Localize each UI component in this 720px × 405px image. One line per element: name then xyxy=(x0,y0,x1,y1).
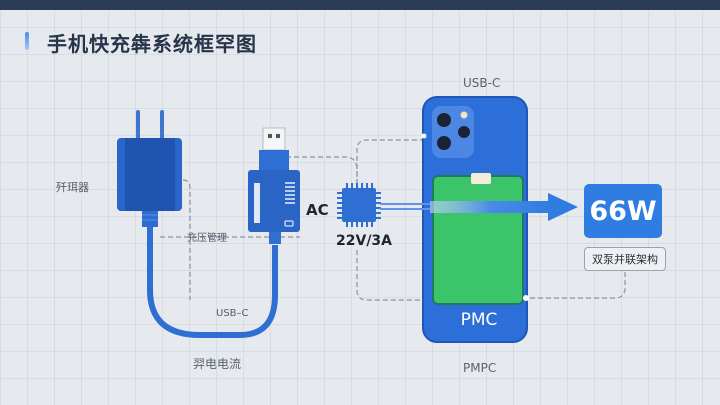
chip-to-phone-top-connector xyxy=(356,139,425,185)
battery-to-arch-connector xyxy=(530,270,626,299)
charging-chip-icon xyxy=(337,183,381,227)
usb-to-chip-connector xyxy=(278,156,358,185)
usb-dongle-icon xyxy=(248,127,300,244)
architecture-label: 双泵并联架构 xyxy=(584,247,666,271)
power-flow-arrow xyxy=(380,193,578,221)
pmpc-label: PMPC xyxy=(463,361,497,375)
ac-label: AC xyxy=(306,201,329,219)
voltage-label: 22V/3A xyxy=(336,233,393,249)
power-badge: 66W xyxy=(584,184,662,238)
title-accent-bar xyxy=(25,32,29,50)
dashed-connectors xyxy=(160,139,626,301)
phone-icon xyxy=(421,96,529,343)
usb-c-phone-label: USB-C xyxy=(463,76,501,90)
power-adapter-icon xyxy=(117,110,182,227)
usb-c-cable-label: USB–C xyxy=(216,308,249,319)
top-bar xyxy=(0,0,720,10)
pmc-label: PMC xyxy=(460,310,498,330)
cable-caption-label: 羿电电流 xyxy=(193,357,242,371)
adapter-label: 歼珥器 xyxy=(56,181,89,194)
usb-cable-icon xyxy=(147,227,278,338)
page-title: 手机快充犇系统框罕图 xyxy=(47,32,257,56)
adapter-connector xyxy=(182,179,191,300)
chip-to-phone-bottom-connector xyxy=(356,250,425,301)
charge-mgmt-label: 充压管理 xyxy=(187,233,227,244)
